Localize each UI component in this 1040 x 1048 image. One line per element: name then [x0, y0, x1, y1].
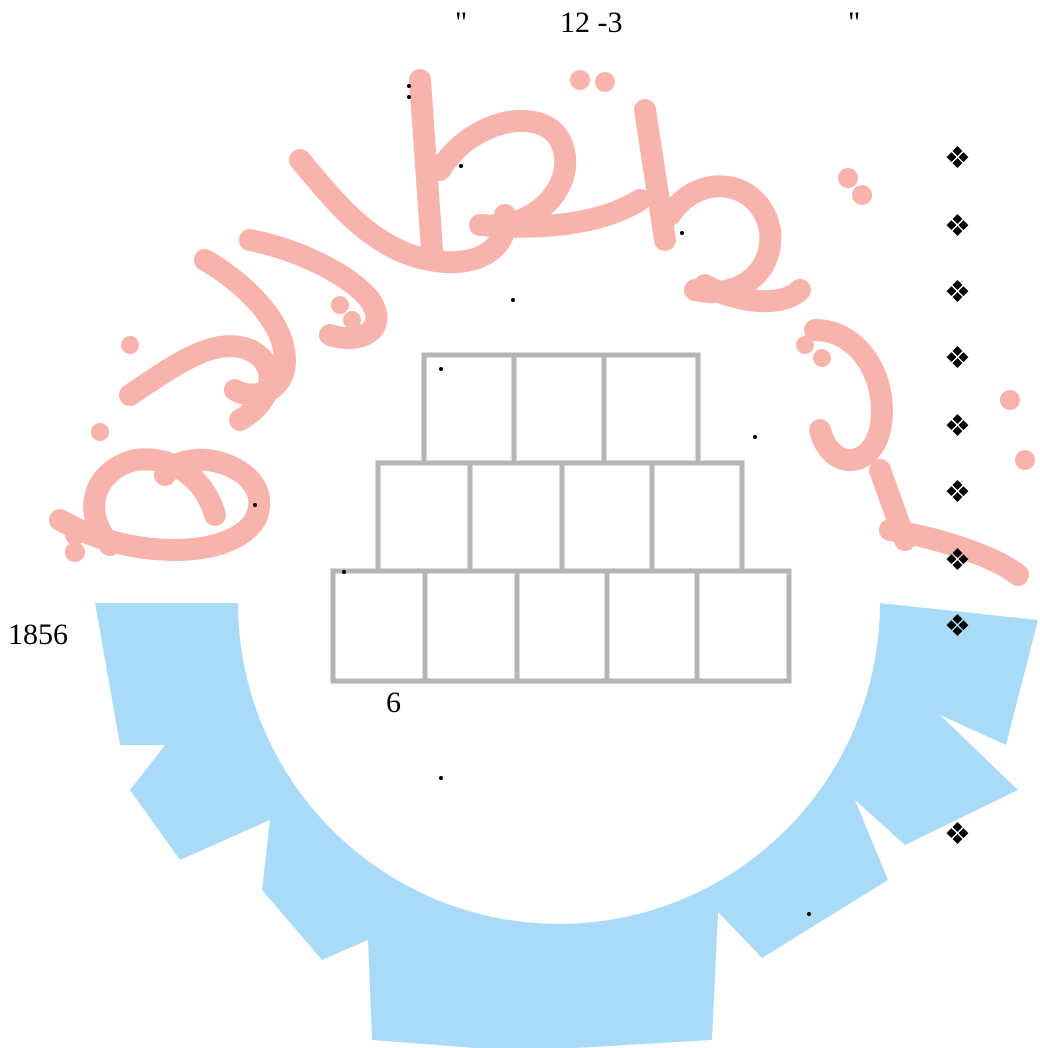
bullet-diamond-icon: ❖ [944, 818, 971, 851]
bullet-diamond-icon: ❖ [944, 276, 971, 309]
pyramid-block [601, 352, 701, 466]
block-pyramid-figure [330, 352, 792, 684]
bullet-diamond-icon: ❖ [944, 342, 971, 375]
gear-ring-shape [95, 603, 1038, 1048]
bullet-diamond-icon: ❖ [944, 544, 971, 577]
pyramid-block [375, 460, 473, 574]
bullet-diamond-icon: ❖ [944, 410, 971, 443]
header-quote-close: " [848, 6, 861, 39]
bullet-diamond-icon: ❖ [944, 476, 971, 509]
pyramid-block [511, 352, 607, 466]
figure-number-label: 6 [386, 686, 401, 719]
pyramid-block [694, 568, 792, 684]
pyramid-block [514, 568, 610, 684]
bullet-diamond-icon: ❖ [944, 142, 971, 175]
bullet-diamond-icon: ❖ [944, 210, 971, 243]
pyramid-block [421, 352, 517, 466]
pyramid-block [422, 568, 520, 684]
pyramid-block [604, 568, 700, 684]
pyramid-block [330, 568, 428, 684]
pyramid-block [649, 460, 745, 574]
pyramid-block [467, 460, 565, 574]
pyramid-block [559, 460, 655, 574]
side-number-label: 1856 [8, 618, 68, 651]
bullet-diamond-icon: ❖ [944, 610, 971, 643]
header-quote-open: " [455, 6, 468, 39]
header-caption: 12 -3 [560, 6, 623, 39]
